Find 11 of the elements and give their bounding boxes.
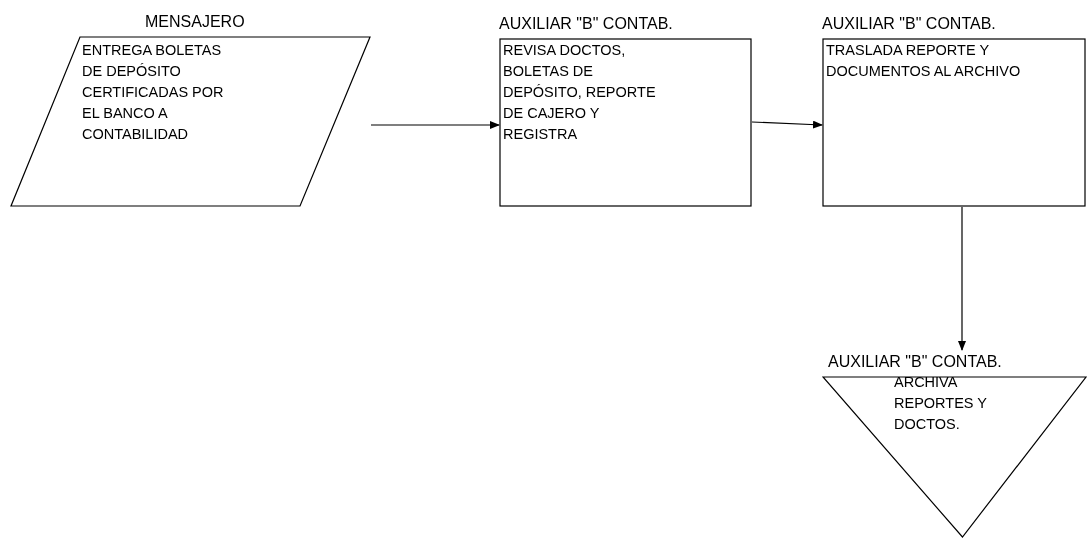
- role-label: MENSAJERO: [145, 12, 245, 32]
- arrow: [370, 121, 500, 129]
- role-label: AUXILIAR "B" CONTAB.: [499, 14, 673, 34]
- arrow: [751, 120, 823, 129]
- step-text: ARCHIVA REPORTES Y DOCTOS.: [894, 373, 988, 434]
- role-label: AUXILIAR "B" CONTAB.: [822, 14, 996, 34]
- role-label: AUXILIAR "B" CONTAB.: [828, 352, 1002, 372]
- step-text: TRASLADA REPORTE Y DOCUMENTOS AL ARCHIVO: [826, 41, 1022, 81]
- arrow: [958, 206, 966, 351]
- step-text: ENTREGA BOLETAS DE DEPÓSITO CERTIFICADAS POR EL BANCO A CONTABILIDAD: [82, 41, 225, 144]
- step-text: REVISA DOCTOS, BOLETAS DE DEPÓSITO, REPORTE DE CAJERO Y REGISTRA: [503, 41, 657, 144]
